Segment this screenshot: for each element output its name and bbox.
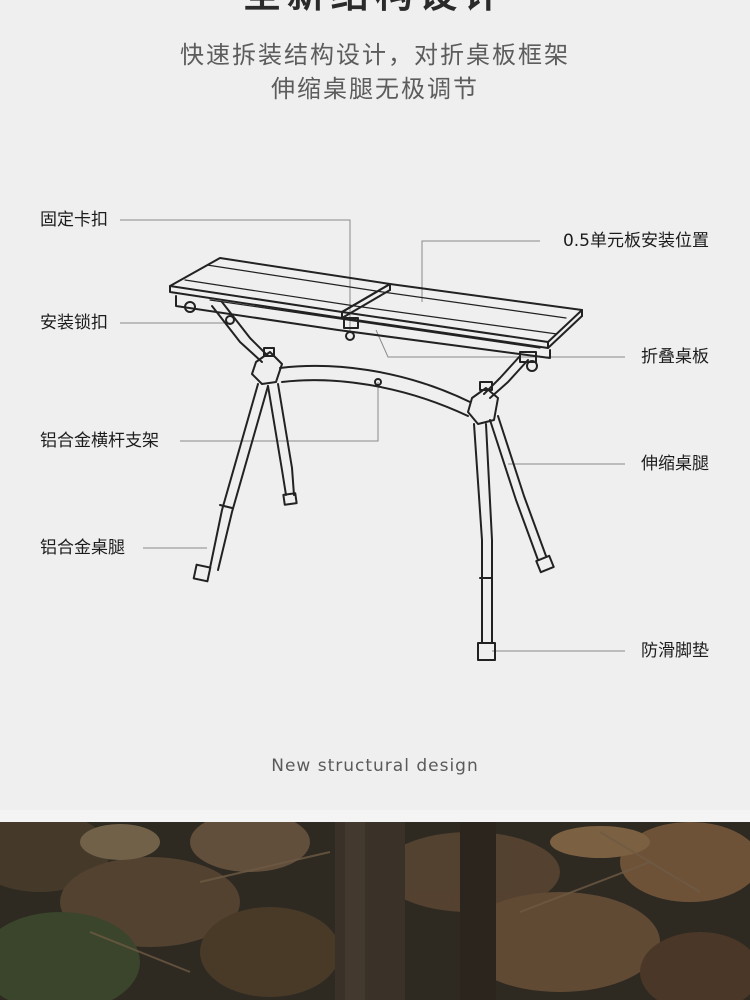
callout-alu-leg: 铝合金桌腿 <box>40 537 125 559</box>
callout-fold-board: 折叠桌板 <box>641 346 709 368</box>
leader-lines <box>120 220 625 651</box>
forest-photo-art <box>0 822 750 1000</box>
leader-half-board <box>422 241 540 302</box>
joint-right <box>468 388 498 424</box>
leg-front-left <box>210 384 258 568</box>
callout-alu-crossbar: 铝合金横杆支架 <box>40 430 159 452</box>
caption: New structural design <box>0 756 750 776</box>
table-diagram <box>0 0 750 810</box>
callout-half-board-position: 0.5单元板安装位置 <box>563 230 709 252</box>
fixed-clip <box>346 332 354 340</box>
leg-front-right <box>474 424 482 642</box>
callout-telescopic-leg: 伸缩桌腿 <box>641 453 709 475</box>
callout-fixed-clip: 固定卡扣 <box>40 209 108 231</box>
table-line-art <box>170 258 582 660</box>
section-divider <box>0 810 750 822</box>
callout-foot-pad: 防滑脚垫 <box>641 640 709 662</box>
forest-floor-photo <box>0 822 750 1000</box>
leader-fold-board <box>376 330 625 357</box>
tree-trunk-right <box>460 822 496 1000</box>
callout-install-lock: 安装锁扣 <box>40 312 108 334</box>
feature-panel: 全新结构设计 快速拆装结构设计，对折桌板框架 伸缩桌腿无极调节 <box>0 0 750 810</box>
leg-back-right <box>490 420 538 560</box>
